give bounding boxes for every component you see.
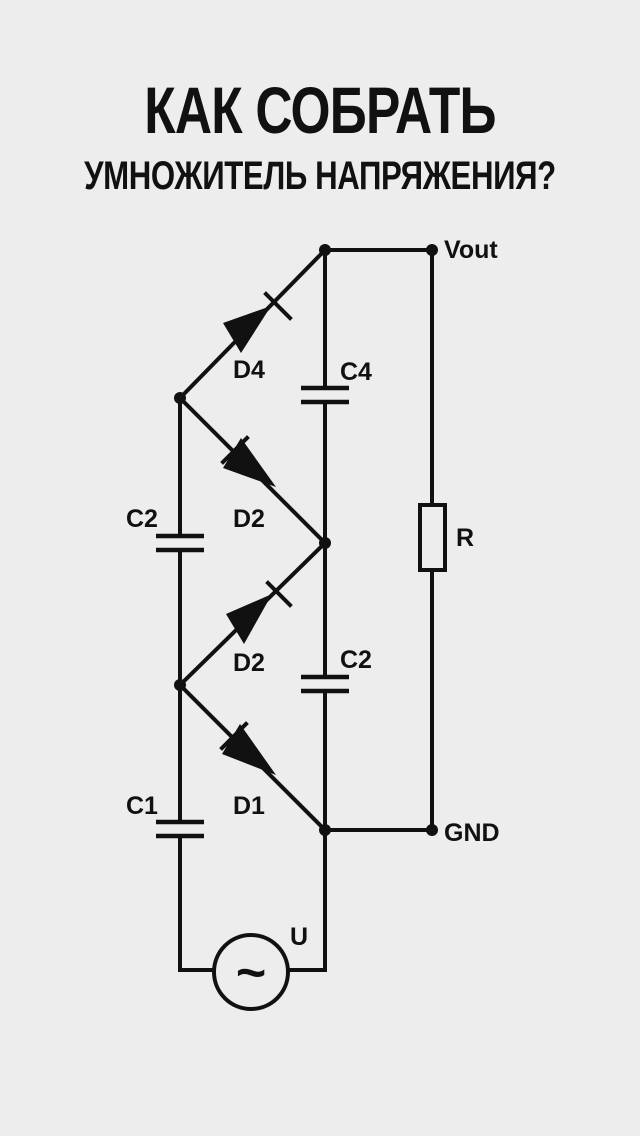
capacitor-c1 bbox=[156, 819, 204, 839]
label-d2-lower: D2 bbox=[233, 649, 265, 677]
label-gnd: GND bbox=[444, 819, 500, 847]
capacitor-c2-left bbox=[156, 533, 204, 553]
capacitor-c4 bbox=[301, 385, 349, 405]
diode-d2-upper bbox=[220, 435, 276, 487]
junction-left-lower bbox=[174, 679, 186, 691]
junction-dots bbox=[174, 244, 438, 836]
diode-d4 bbox=[223, 291, 293, 353]
label-c1: C1 bbox=[126, 792, 158, 820]
label-vout: Vout bbox=[444, 236, 498, 264]
label-c4: C4 bbox=[340, 358, 372, 386]
terminal-vout bbox=[426, 244, 438, 256]
label-source: U bbox=[290, 923, 308, 951]
junction-middle bbox=[319, 537, 331, 549]
ac-source: ~ bbox=[212, 933, 290, 1011]
junction-top bbox=[319, 244, 331, 256]
junction-left-upper bbox=[174, 392, 186, 404]
label-d2-upper: D2 bbox=[233, 505, 265, 533]
title-subtitle: УМНОЖИТЕЛЬ НАПРЯЖЕНИЯ? bbox=[84, 154, 556, 198]
label-c2-left: C2 bbox=[126, 505, 158, 533]
diode-d1 bbox=[219, 721, 276, 775]
title-main: КАК СОБРАТЬ bbox=[144, 73, 496, 147]
title-block: КАК СОБРАТЬ УМНОЖИТЕЛЬ НАПРЯЖЕНИЯ? bbox=[0, 70, 640, 202]
capacitor-c2-right bbox=[301, 674, 349, 694]
ac-source-symbol: ~ bbox=[236, 944, 266, 1002]
terminal-gnd bbox=[426, 824, 438, 836]
label-resistor: R bbox=[456, 524, 474, 552]
label-d1: D1 bbox=[233, 792, 265, 820]
diode-d2-lower bbox=[226, 580, 293, 644]
label-d4: D4 bbox=[233, 356, 265, 384]
junction-bottom bbox=[319, 824, 331, 836]
resistor-r bbox=[418, 503, 447, 572]
wires bbox=[177, 247, 434, 972]
label-c2-right: C2 bbox=[340, 646, 372, 674]
